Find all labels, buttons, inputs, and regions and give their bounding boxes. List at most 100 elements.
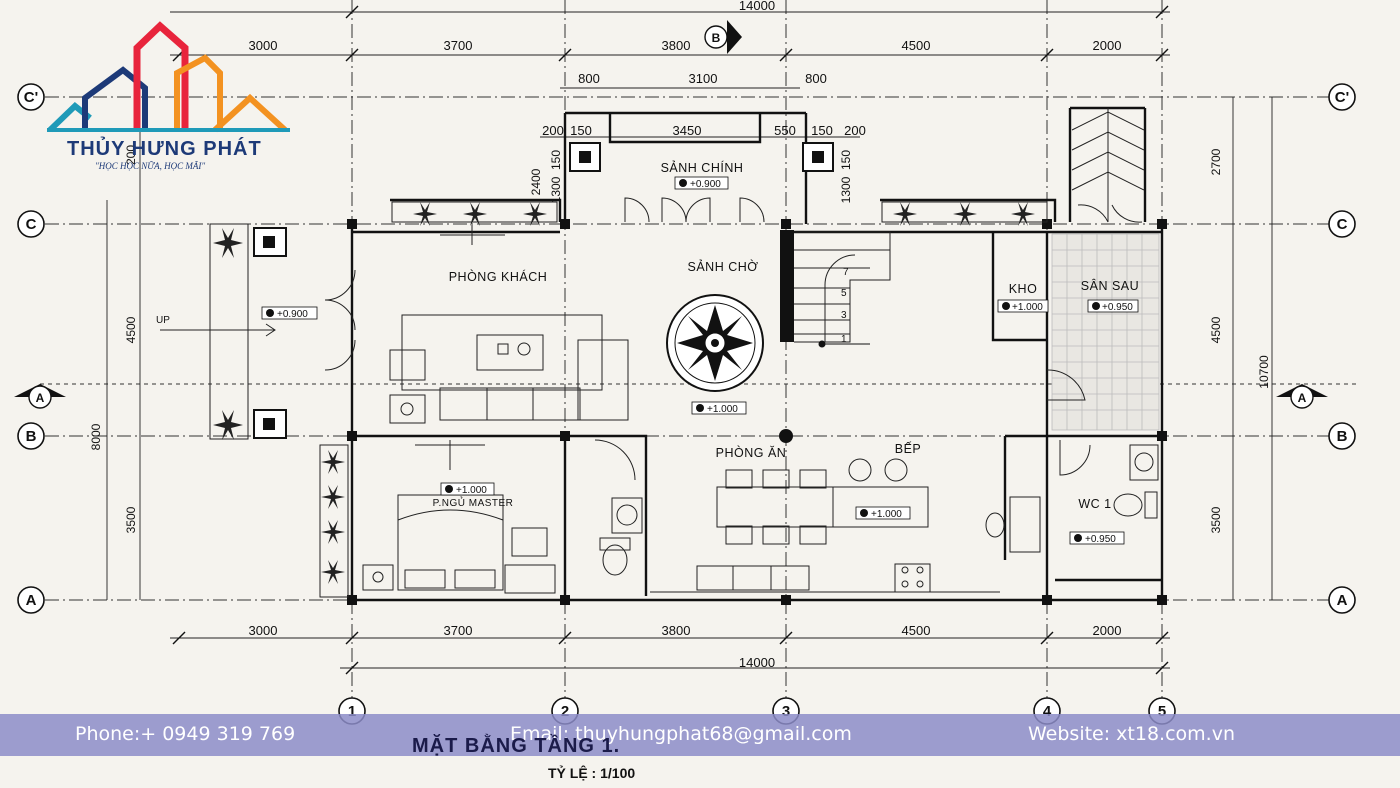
plan-title: MẶT BẰNG TẦNG 1. — [412, 735, 621, 757]
level-tag-center: +1.000 — [691, 401, 747, 415]
dim-top-5: 2000 — [1093, 38, 1122, 53]
up-label: UP — [156, 315, 170, 326]
stair-step-5: 5 — [841, 288, 847, 299]
side-dimensions: 2400 1300 150 4500 8000 3500 200 2700 13… — [89, 97, 1273, 600]
section-a-right: A — [1276, 384, 1328, 409]
svg-text:C: C — [1337, 216, 1348, 233]
svg-text:5: 5 — [1158, 703, 1166, 720]
dim-right-1300: 1300 — [839, 176, 853, 203]
dim-bot-3: 3800 — [662, 623, 691, 638]
dim-left-2400: 2400 — [529, 168, 543, 195]
level-tag-bep: +1.000 — [855, 506, 911, 520]
dim-right-4500: 4500 — [1209, 316, 1223, 343]
bottom-dimensions: 3000 3700 3800 4500 2000 14000 — [170, 623, 1170, 675]
room-wc1: WC 1 — [1078, 497, 1111, 511]
logo-skyline-icon — [47, 21, 290, 133]
level-tag-kho: +1.000 — [997, 299, 1049, 313]
left-entry: UP — [156, 315, 276, 337]
plan-scale: TỶ LỆ : 1/100 — [548, 765, 636, 781]
dim-right-3500: 3500 — [1209, 506, 1223, 533]
dim-top-2: 3700 — [444, 38, 473, 53]
staircase: 7 5 3 1 — [780, 230, 891, 348]
brand-slogan: "HỌC HỌC NỮA, HỌC MÃI" — [95, 161, 206, 171]
axis-b-left: B — [17, 422, 45, 450]
room-phong-an: PHÒNG ĂN — [716, 445, 787, 460]
dim-top-total: 14000 — [739, 0, 775, 13]
axis-a-left: A — [17, 586, 45, 614]
dining-kitchen-furniture — [650, 458, 1041, 593]
room-pngu-master: P.NGỦ MASTER — [433, 496, 514, 509]
axis-c-prime-left: C' — [17, 83, 45, 111]
room-sanh-chinh: SẢNH CHÍNH — [661, 160, 744, 175]
room-san-sau: SÂN SAU — [1081, 278, 1139, 293]
room-phong-khach: PHÒNG KHÁCH — [449, 269, 548, 284]
axis-c-left: C — [17, 210, 45, 238]
level-tag-wc1: +0.950 — [1069, 531, 1125, 545]
footer-website[interactable]: Website: xt18.com.vn — [1028, 723, 1235, 745]
svg-text:2: 2 — [561, 703, 569, 720]
dim-left-4500: 4500 — [124, 316, 138, 343]
contact-footer: Phone:+ 0949 319 769 Email: thuyhungphat… — [0, 714, 1400, 756]
master-bedroom-furniture — [362, 440, 556, 594]
bathroom-fixtures — [594, 439, 1159, 576]
walls — [350, 106, 1164, 602]
entrance-doors — [324, 197, 765, 371]
stair-step-7: 7 — [843, 267, 849, 278]
dim-right-10700: 10700 — [1257, 355, 1271, 389]
dim-right-150: 150 — [839, 150, 853, 170]
dim-porch-1: 200 — [542, 123, 564, 138]
dim-bot-total: 14000 — [739, 655, 775, 670]
back-stair-chevrons — [1071, 108, 1145, 222]
level-tags: +0.900 +0.900 +1.000 +0.950 +1.000 +1.00… — [261, 176, 1139, 545]
svg-text:+0.900: +0.900 — [277, 309, 308, 320]
svg-text:+1.000: +1.000 — [1012, 302, 1043, 313]
dim-left-200: 200 — [124, 145, 138, 165]
svg-text:+1.000: +1.000 — [707, 404, 738, 415]
axis-c-right: C — [1328, 210, 1356, 238]
svg-text:A: A — [26, 592, 37, 609]
axis-b-right: B — [1328, 422, 1356, 450]
dim-bot-4: 4500 — [902, 623, 931, 638]
brand-logo: THỦY HƯNG PHÁT "HỌC HỌC NỮA, HỌC MÃI" — [45, 18, 295, 173]
dim-left-1300: 1300 — [549, 176, 563, 203]
axis-c-prime-right: C' — [1328, 83, 1356, 111]
brand-name: THỦY HƯNG PHÁT — [67, 138, 262, 160]
dim-left-3500: 3500 — [124, 506, 138, 533]
dim-top-4: 4500 — [902, 38, 931, 53]
svg-text:C: C — [26, 216, 37, 233]
dim-entry-3: 800 — [805, 71, 827, 86]
svg-text:A: A — [1298, 391, 1307, 405]
room-bep: BẾP — [895, 441, 922, 456]
dim-entry-2: 3100 — [689, 71, 718, 86]
svg-text:C': C' — [24, 89, 38, 106]
level-tag-master: +1.000 — [440, 482, 495, 496]
stair-step-3: 3 — [841, 310, 847, 321]
dim-top-3: 3800 — [662, 38, 691, 53]
svg-text:A: A — [36, 391, 45, 405]
level-tag-sanh-chinh: +0.900 — [674, 176, 729, 190]
dim-porch-6: 200 — [844, 123, 866, 138]
section-a-left: A — [14, 384, 66, 409]
room-labels: SẢNH CHÍNH PHÒNG KHÁCH SẢNH CHỜ KHO SÂN … — [433, 160, 1139, 511]
svg-text:B: B — [26, 428, 37, 445]
stair-step-1: 1 — [841, 334, 847, 345]
top-dimensions: 14000 3000 3700 3800 4500 2000 800 3100 … — [170, 0, 1170, 138]
footer-email[interactable]: Email: thuyhungphat68@gmail.com — [510, 723, 852, 745]
living-room-furniture — [389, 225, 629, 424]
svg-text:1: 1 — [348, 703, 356, 720]
floor-medallion — [666, 294, 764, 392]
structural-columns — [347, 219, 1167, 605]
svg-text:+0.950: +0.950 — [1085, 534, 1116, 545]
dim-porch-2: 150 — [570, 123, 592, 138]
svg-text:+0.900: +0.900 — [690, 179, 721, 190]
svg-text:+1.000: +1.000 — [456, 485, 487, 496]
svg-text:3: 3 — [782, 703, 790, 720]
dim-porch-3: 3450 — [673, 123, 702, 138]
dim-bot-2: 3700 — [444, 623, 473, 638]
footer-phone[interactable]: Phone:+ 0949 319 769 — [75, 723, 296, 745]
dim-entry-1: 800 — [578, 71, 600, 86]
room-sanh-cho: SẢNH CHỜ — [688, 259, 759, 274]
dim-left-150: 150 — [549, 150, 563, 170]
svg-text:4: 4 — [1043, 703, 1052, 720]
svg-text:A: A — [1337, 592, 1348, 609]
